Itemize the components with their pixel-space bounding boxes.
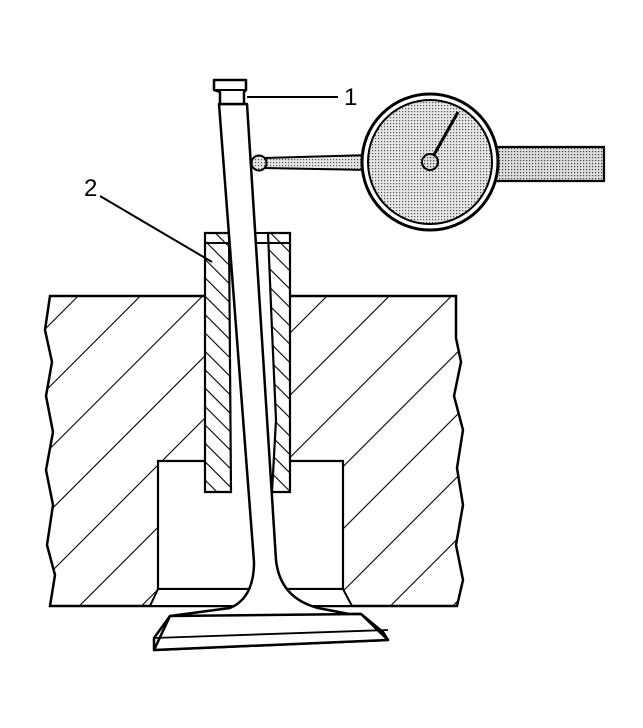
- callout-2: 2: [84, 175, 97, 202]
- valve-guide-left: [203, 231, 233, 494]
- dial-indicator-arm: [488, 145, 606, 183]
- valve-tip: [212, 78, 248, 106]
- dial-indicator-needle: [428, 111, 460, 163]
- valve-stem: [152, 102, 390, 652]
- plunger-contact-ball: [250, 154, 268, 172]
- leader-line-2: [99, 195, 213, 263]
- callout-1: 1: [344, 84, 357, 111]
- dial-indicator-plunger: [263, 153, 371, 172]
- dial-indicator-hub: [421, 153, 439, 171]
- valve-head-margin: [153, 629, 389, 639]
